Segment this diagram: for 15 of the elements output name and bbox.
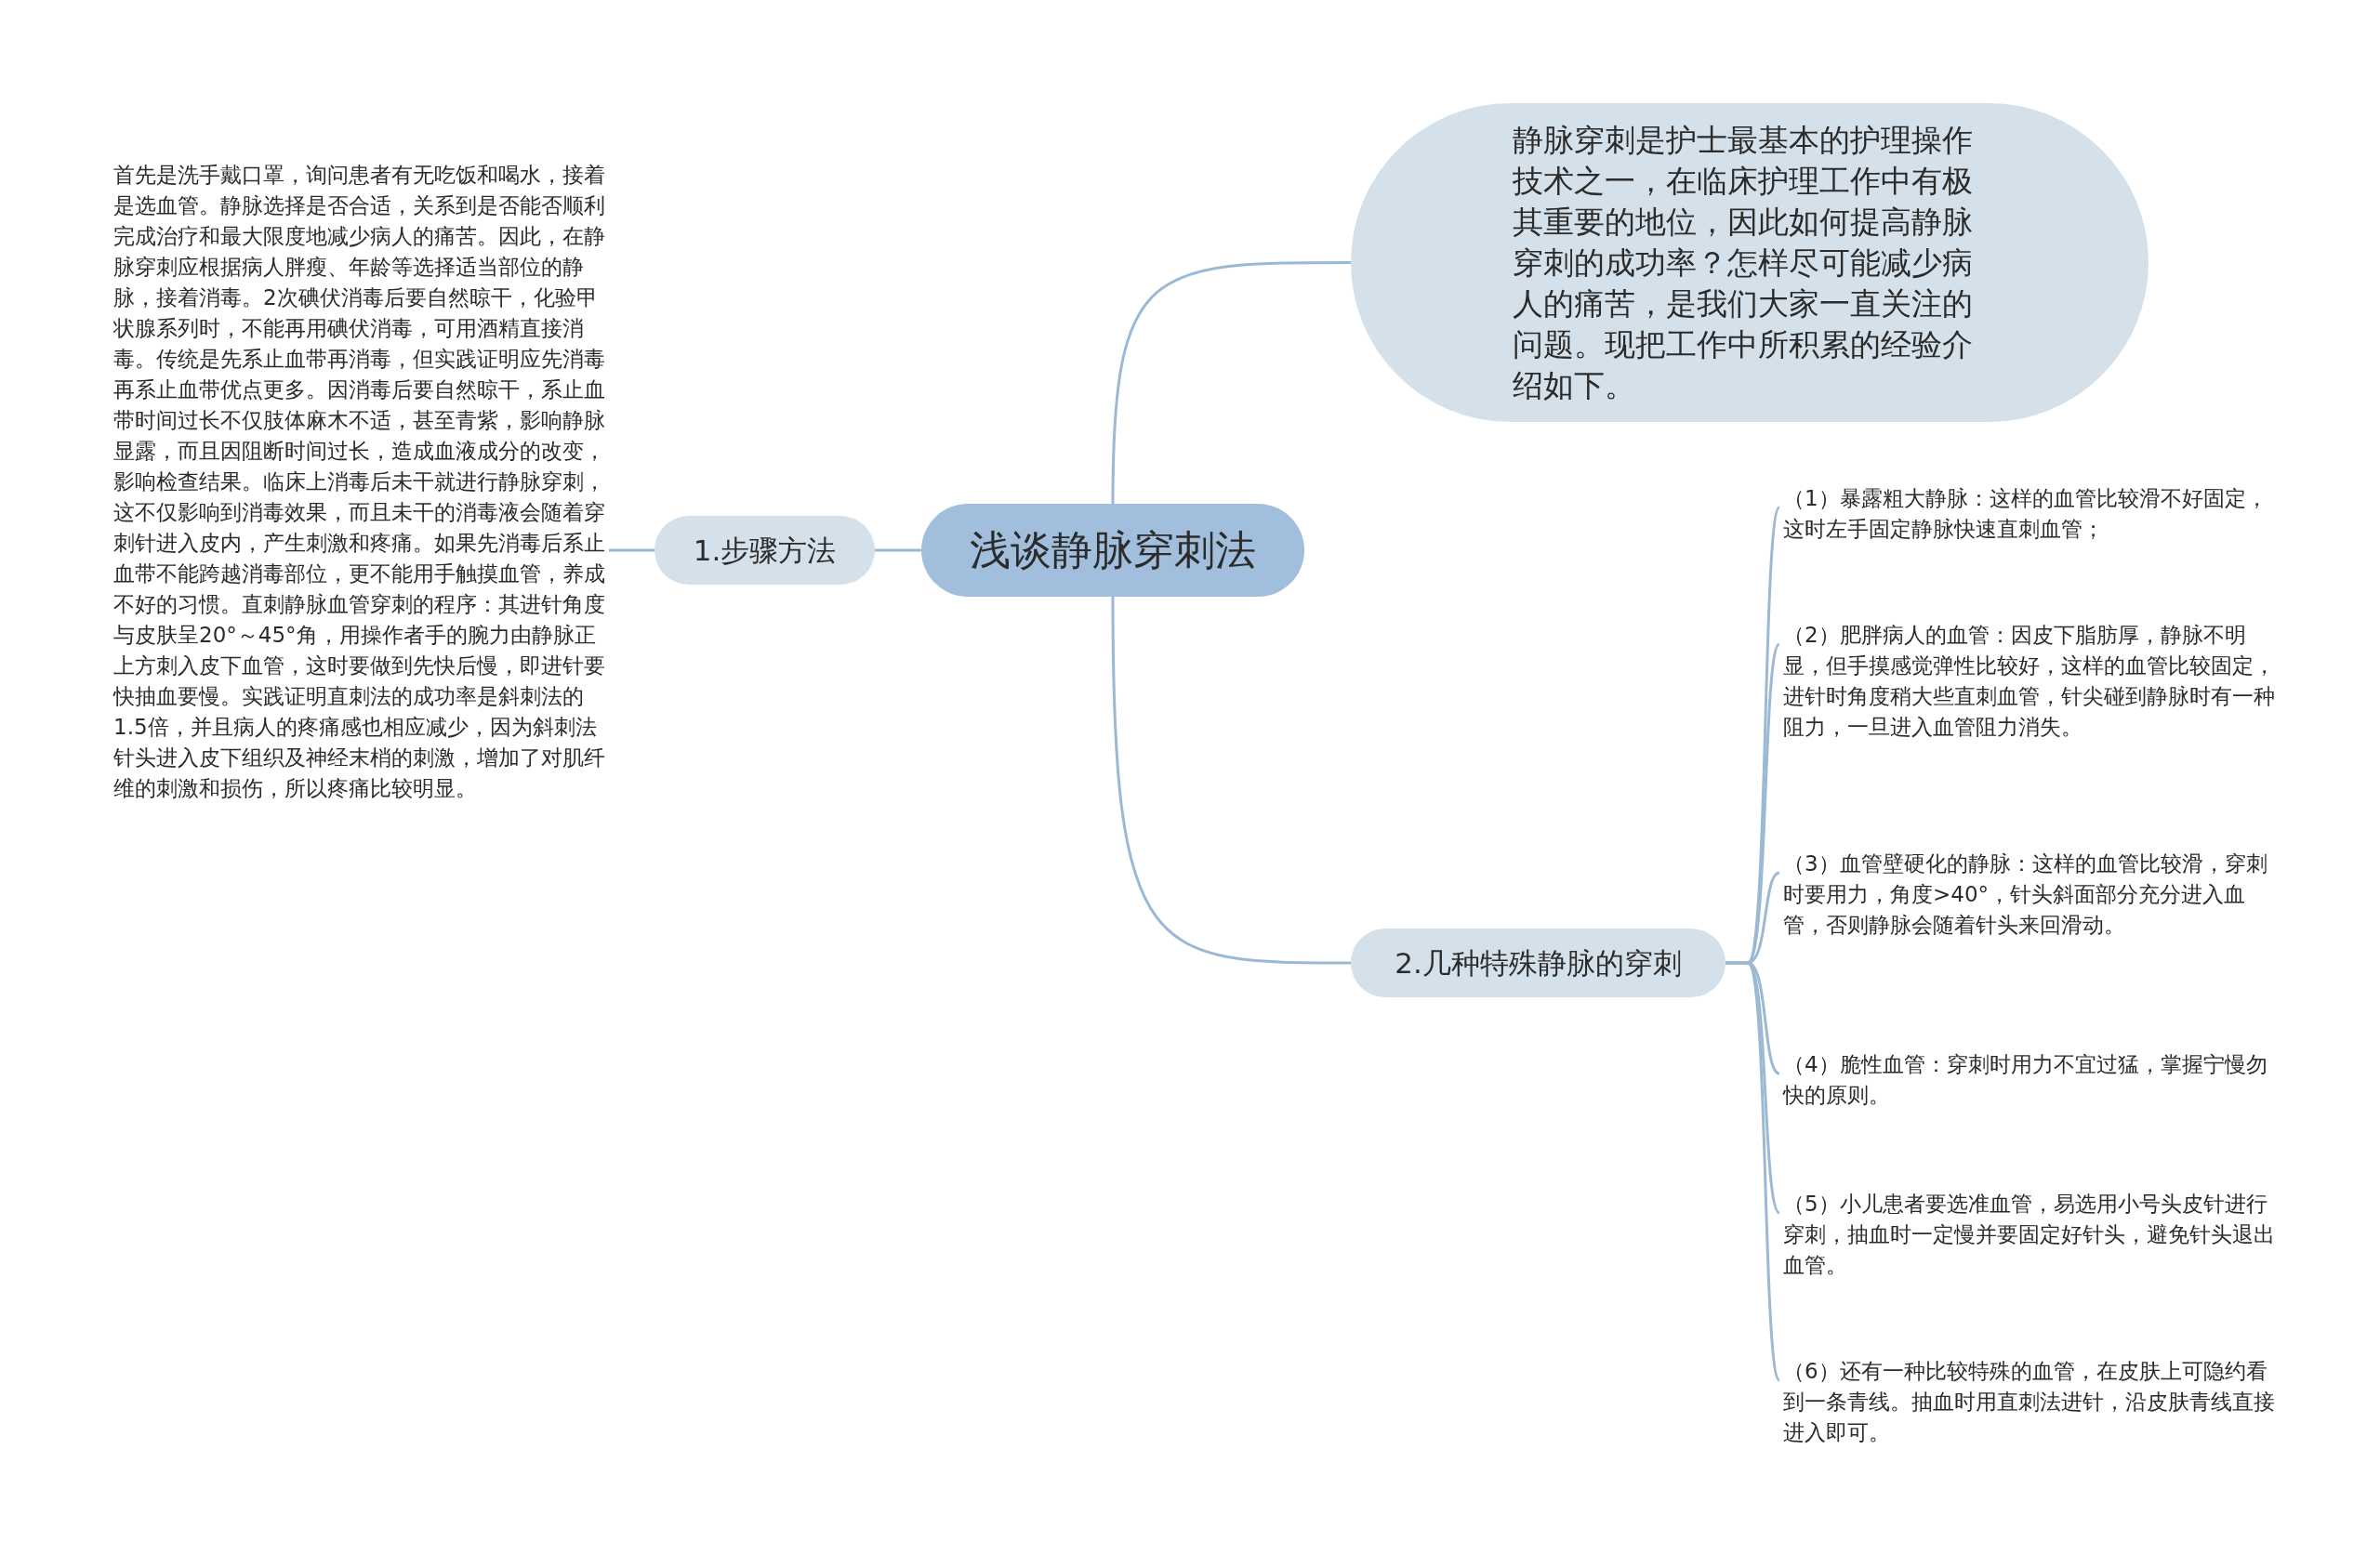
connector-line xyxy=(1111,261,1351,505)
detail-paragraph: （3）血管壁硬化的静脉：这样的血管比较滑，穿刺时要用力，角度>40°，针头斜面部分充分进入血管，否则静脉会随着针头来回滑动。 xyxy=(1783,850,2268,939)
detail-paragraph: （6）还有一种比较特殊的血管，在皮肤上可隐约看到一条青线。抽血时用直刺法进针，沿皮肤青线直接进入即可。 xyxy=(1783,1358,2276,1446)
detail-paragraph: （5）小儿患者要选准血管，易选用小号头皮针进行穿刺，抽血时一定慢并要固定好针头，避免针头退出血管。 xyxy=(1783,1191,2276,1279)
detail-paragraph: （1）暴露粗大静脉：这样的血管比较滑不好固定，这时左手固定静脉快速直刺血管； xyxy=(1783,485,2268,543)
detail-paragraph: 首先是洗手戴口罩，询问患者有无吃饭和喝水，接着是选血管。静脉选择是否合适，关系到是否能否顺利完成治疗和最大限度地减少病人的痛苦。因此，在静脉穿刺应根据病人胖瘦、年龄等选择适当部位的静脉，接着消毒。2次碘伏消毒后要自然晾干，化验甲状腺系列时，不能再用碘伏消毒，可用酒精直接消毒。传统是先系止血带再消毒，但实践证明应先消毒再系止血带优点更多。因消毒后要自然晾干，系止血带时间过长不仅肢体麻木不适，甚至青紫，影响静脉显露，而且因阻断时间过长，造成血液成分的改变，影响检查结果。临床上消毒后未干就进行静脉穿刺，这不仅影响到消毒效果，而且未干的消毒液会随着穿刺针进入皮内，产生刺激和疼痛。如果先消毒后系止血带不能跨越消毒部位，更不能用手触摸血管，养成不好的习惯。直刺静脉血管穿刺的程序：其进针角度与皮肤呈20°～45°角，用操作者手的腕力由静脉正上方刺入皮下血管，这时要做到先快后慢，即进针要快抽血要慢。实践证明直刺法的成功率是斜刺法的1.5倍，并且病人的疼痛感也相应减少，因为斜刺法针头进入皮下组织及神经末梢的刺激，增加了对肌纤维的刺激和损伤，所以疼痛比较明显。 xyxy=(113,162,606,802)
connector-line xyxy=(875,548,921,552)
intro-paragraph: 静脉穿刺是护士最基本的护理操作技术之一，在临床护理工作中有极其重要的地位，因此如何提高静脉穿刺的成功率？怎样尽可能减少病人的痛苦，是我们大家一直关注的问题。现把工作中所积累的经验介绍如下。 xyxy=(1513,120,1974,405)
branch-topic-label: 2.几种特殊静脉的穿刺 xyxy=(1395,944,1682,982)
connector-line xyxy=(609,548,654,552)
detail-paragraph: （4）脆性血管：穿刺时用力不宜过猛，掌握宁慢勿快的原则。 xyxy=(1783,1051,2268,1109)
branch-topic-label: 1.步骤方法 xyxy=(693,532,837,569)
detail-paragraph: （2）肥胖病人的血管：因皮下脂肪厚，静脉不明显，但手摸感觉弹性比较好，这样的血管比较固定，进针时角度稍大些直刺血管，针尖碰到静脉时有一种阻力，一旦进入血管阻力消失。 xyxy=(1783,622,2276,741)
connector-line xyxy=(1111,597,1351,965)
central-topic-label: 浅谈静脉穿刺法 xyxy=(970,525,1256,575)
